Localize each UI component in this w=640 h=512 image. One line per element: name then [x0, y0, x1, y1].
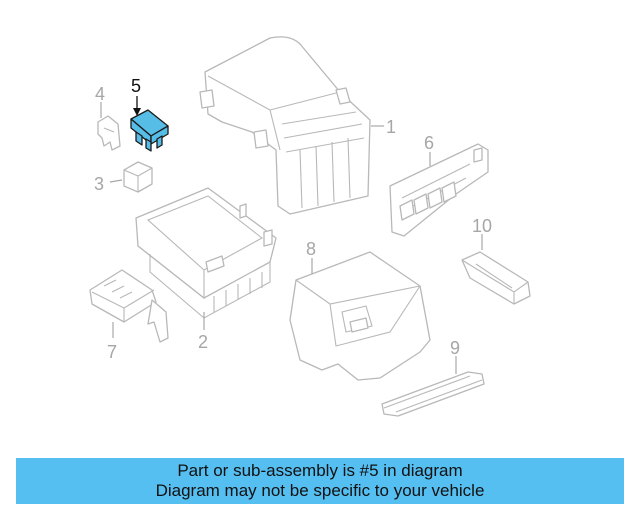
callout-1: 1: [386, 117, 396, 137]
callout-2: 2: [198, 332, 208, 352]
part-2-base: [135, 187, 277, 319]
info-banner: Part or sub-assembly is #5 in diagram Di…: [16, 458, 624, 504]
callout-labels: 1 2 3 4 5 6 7 8 9 10: [94, 76, 492, 362]
leader-5-arrowhead: [133, 108, 141, 116]
leader-3: [109, 179, 123, 183]
part-10-connector: [461, 251, 531, 305]
callout-6: 6: [424, 133, 434, 153]
part-6-fuse-strip: [389, 143, 489, 237]
callout-4: 4: [95, 84, 105, 104]
callout-9: 9: [450, 338, 460, 358]
part-5-fuse-highlighted: [130, 109, 169, 152]
part-4-fuse: [97, 115, 121, 151]
callout-3: 3: [94, 174, 104, 194]
callout-5: 5: [131, 76, 141, 96]
callout-7: 7: [107, 342, 117, 362]
callout-8: 8: [306, 239, 316, 259]
part-9-rail: [381, 371, 485, 417]
parts-diagram: 1 2 3 4 5 6 7 8 9 10: [89, 36, 531, 417]
part-3-relay: [123, 161, 153, 193]
part-1-cover: [199, 36, 371, 215]
leader-lines: [100, 96, 483, 374]
part-8-housing: [289, 251, 431, 381]
banner-line-part-number: Part or sub-assembly is #5 in diagram: [177, 461, 463, 480]
callout-10: 10: [472, 216, 492, 236]
banner-line-disclaimer: Diagram may not be specific to your vehi…: [155, 481, 485, 500]
part-7-bracket: [89, 269, 169, 343]
